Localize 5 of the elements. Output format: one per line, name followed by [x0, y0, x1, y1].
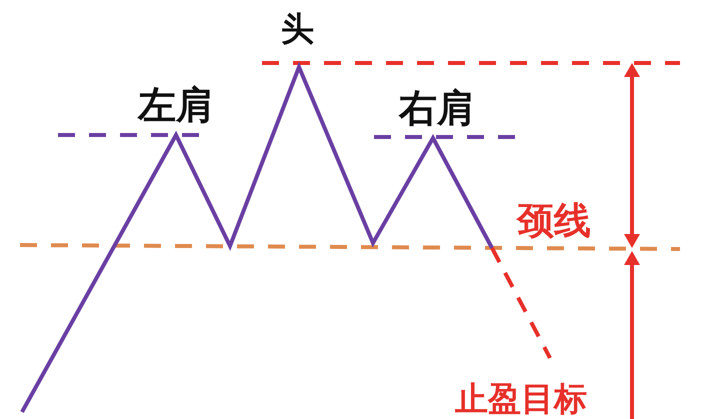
pattern-label: 左肩 [138, 86, 214, 124]
pattern-label: 头 [281, 12, 314, 45]
pattern-label: 右肩 [399, 89, 475, 127]
neckline-label: 颈线 [517, 202, 591, 239]
target-label: 止盈目标 [455, 382, 587, 415]
